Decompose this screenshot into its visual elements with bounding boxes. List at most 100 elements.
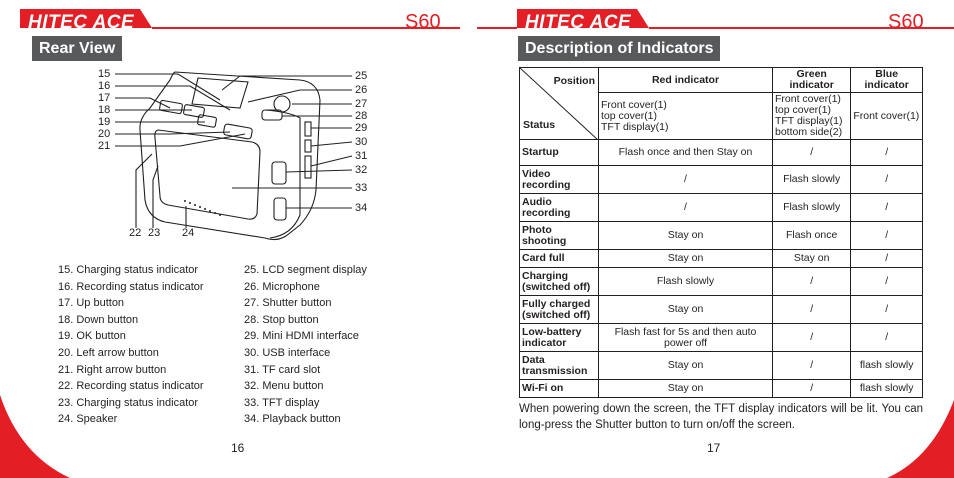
blue-indicator-cell: / [850, 221, 923, 250]
model-name: S60 [888, 11, 924, 33]
status-cell: Card full [519, 249, 599, 268]
callout-33: 33 [355, 182, 368, 194]
callout-25: 25 [355, 70, 368, 82]
callout-31: 31 [355, 150, 368, 162]
red-indicator-cell: Flash slowly [598, 267, 773, 296]
table-row: Fully charged (switched off)Stay on// [519, 295, 923, 324]
red-indicator-cell: / [598, 165, 773, 194]
callout-32: 32 [355, 164, 368, 176]
logo-banner [20, 9, 152, 28]
blue-indicator-cell: / [850, 139, 923, 166]
speaker-grille [184, 200, 221, 216]
callout-27: 27 [355, 98, 368, 110]
green-indicator-cell: / [771, 139, 852, 166]
legend-item: 34. Playback button [244, 413, 341, 426]
note-paragraph: When powering down the screen, the TFT d… [519, 403, 923, 431]
legend-item: 29. Mini HDMI interface [244, 330, 359, 343]
legend-item: 26. Microphone [244, 280, 320, 293]
legend-item: 20. Left arrow button [58, 346, 159, 359]
legend-item: 30. USB interface [244, 346, 331, 359]
red-indicator-cell: Stay on [598, 295, 773, 324]
corner-label-position: Position [553, 75, 595, 87]
position-cell: Front cover(1) top cover(1) TFT display(… [598, 92, 773, 140]
status-cell: Photo shooting [519, 221, 599, 250]
status-cell: Wi-Fi on [519, 379, 599, 398]
red-indicator-cell: Stay on [598, 351, 773, 380]
red-indicator-cell: Stay on [598, 221, 773, 250]
callout-24: 24 [182, 227, 195, 239]
table-row: Charging (switched off)Flash slowly// [519, 267, 923, 296]
legend-item: 18. Down button [58, 313, 139, 326]
blue-indicator-cell: / [850, 193, 923, 222]
right-page: HITEC ACE S60 Description of Indicators … [477, 0, 954, 478]
red-indicator-cell: / [598, 193, 773, 222]
green-indicator-cell: / [771, 295, 852, 324]
status-cell: Low-battery indicator [519, 323, 599, 352]
position-cell: Front cover(1) [850, 92, 923, 140]
legend-item: 19. OK button [58, 330, 126, 343]
callout-34: 34 [355, 202, 368, 214]
blue-indicator-cell: flash slowly [850, 379, 923, 398]
section-title: Description of Indicators [518, 36, 721, 61]
legend-item: 22. Recording status indicator [58, 380, 204, 393]
left-page: HITEC ACE S60 Rear View [0, 9, 460, 478]
red-indicator-cell: Stay on [598, 249, 773, 268]
green-indicator-cell: / [771, 351, 852, 380]
status-cell: Data transmission [519, 351, 599, 380]
callout-16: 16 [98, 80, 111, 92]
table-row: Audio recording/Flash slowly/ [519, 193, 923, 222]
legend-item: 17. Up button [58, 297, 125, 310]
green-indicator-cell: / [771, 323, 852, 352]
callout-22: 22 [129, 227, 142, 239]
legend-item: 28. Stop button [244, 313, 319, 326]
blue-indicator-cell: flash slowly [850, 351, 923, 380]
status-cell: Startup [519, 139, 599, 166]
callout-29: 29 [355, 122, 368, 134]
callout-23: 23 [148, 227, 161, 239]
blue-indicator-cell: / [850, 323, 923, 352]
brand-logo: HITEC ACE [525, 12, 632, 33]
column-header: Blue indicator [850, 67, 923, 93]
green-indicator-cell: / [771, 379, 852, 398]
blue-indicator-cell: / [850, 165, 923, 194]
table-corner-cell: Position Status [519, 67, 599, 140]
section-title: Rear View [32, 36, 123, 61]
legend-column-1: 15. Charging status indicator 16. Record… [58, 262, 204, 428]
green-indicator-cell: Stay on [771, 249, 852, 268]
green-indicator-cell: Flash slowly [771, 193, 852, 222]
stop-button [261, 109, 283, 121]
status-cell: Charging (switched off) [519, 267, 599, 296]
up-button [159, 99, 183, 115]
callout-26: 26 [355, 84, 368, 96]
playback-button [273, 197, 287, 221]
brand-logo: HITEC ACE [28, 12, 135, 33]
callout-17: 17 [98, 92, 111, 104]
callout-19: 19 [98, 116, 111, 128]
position-row: Front cover(1) top cover(1) TFT display(… [520, 92, 923, 140]
red-indicator-cell: Flash fast for 5s and then auto power of… [598, 323, 773, 352]
page-decoration [477, 9, 954, 478]
column-header: Green indicator [771, 67, 852, 93]
red-indicator-cell: Stay on [598, 379, 773, 398]
legend-item: 24. Speaker [58, 413, 118, 426]
table-row: Video recording/Flash slowly/ [519, 165, 923, 194]
table-header-row: Position Status Red indicator Green indi… [519, 67, 923, 140]
hdmi-port [304, 121, 312, 137]
legend-item: 21. Right arrow button [58, 363, 167, 376]
callout-15: 15 [98, 68, 111, 80]
status-cell: Video recording [519, 165, 599, 194]
menu-button [271, 161, 287, 185]
usb-port [304, 139, 312, 153]
page-number: 17 [707, 441, 721, 455]
callout-20: 20 [98, 128, 111, 140]
legend-item: 31. TF card slot [244, 363, 321, 376]
lcd-segment-display [191, 77, 249, 109]
red-indicator-cell: Flash once and then Stay on [598, 139, 773, 166]
blue-indicator-cell: / [850, 249, 923, 268]
legend-item: 15. Charging status indicator [58, 264, 199, 276]
